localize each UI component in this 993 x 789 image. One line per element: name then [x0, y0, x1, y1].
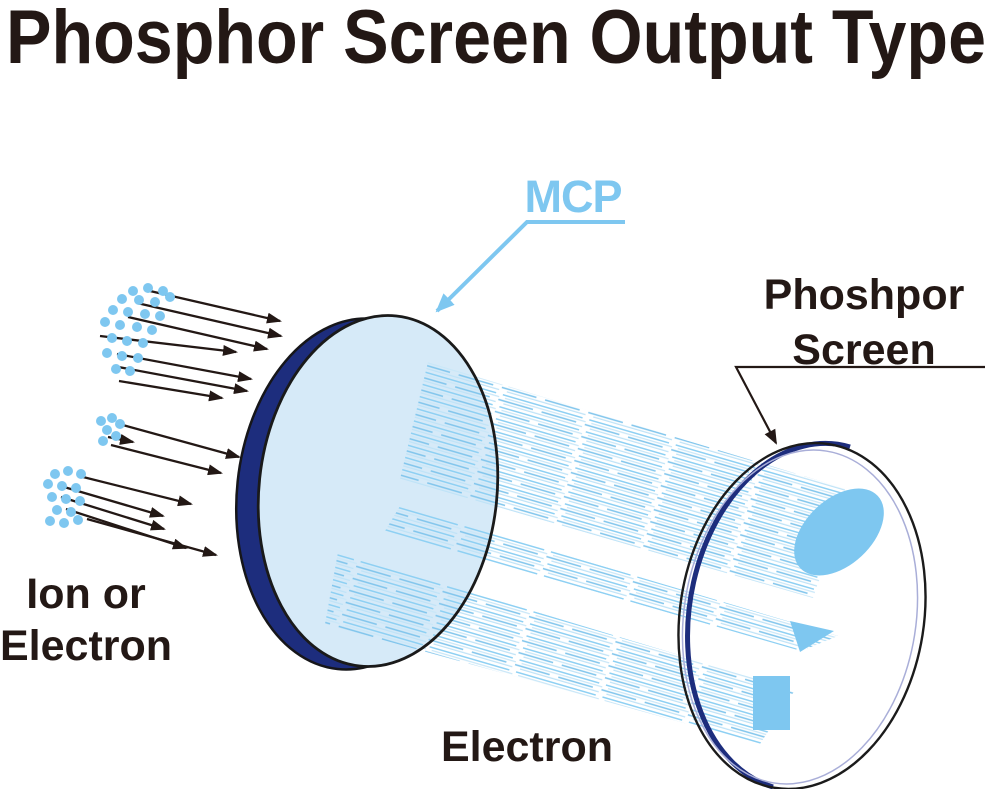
screen-rim-navy-arc — [684, 440, 851, 789]
ion-dot — [61, 494, 71, 504]
ion-dot — [132, 322, 142, 332]
ion-trajectory-arrow — [63, 485, 165, 518]
ion-dot — [150, 297, 160, 307]
mcp-callout: MCP — [435, 171, 625, 313]
ion-dot — [71, 483, 81, 493]
ion-dot — [122, 336, 132, 346]
ion-dot — [115, 320, 125, 330]
disc-outlines — [256, 314, 927, 789]
ion-dot — [134, 295, 144, 305]
screen-output-shapes — [753, 488, 884, 730]
output-triangle-shape — [790, 621, 834, 652]
ion-dot — [115, 419, 125, 429]
ion-dot — [59, 518, 69, 528]
ion-dot — [73, 515, 83, 525]
ion-dot — [117, 351, 127, 361]
ion-trajectory-arrow — [110, 443, 223, 476]
ion-dot — [165, 292, 175, 302]
ion-dot — [128, 286, 138, 296]
ion-electron-clusters — [43, 283, 283, 557]
ion-dot — [45, 516, 55, 526]
output-ellipse-shape — [794, 488, 884, 576]
ion-dot — [111, 364, 121, 374]
phosphor-screen-callout: Phoshpor Screen — [734, 271, 985, 445]
page-title: Phosphor Screen Output Type — [6, 0, 986, 80]
ion-dot — [57, 481, 67, 491]
ion-dot — [96, 416, 106, 426]
electron-beam-label: Electron — [441, 723, 613, 771]
ion-dot — [52, 505, 62, 515]
ion-dot — [155, 311, 165, 321]
ion-dot — [108, 305, 118, 315]
electron-streak-band-top — [400, 362, 850, 598]
ion-dot — [98, 436, 108, 446]
mcp-label: MCP — [525, 171, 622, 222]
ion-dot — [102, 348, 112, 358]
screen-inner-rim-lavender — [681, 449, 919, 785]
output-rect-shape — [753, 676, 790, 730]
screen-leader-arrow — [734, 365, 985, 445]
ion-trajectory-arrow — [78, 474, 193, 507]
phosphor-screen-label-line1: Phoshpor — [764, 271, 965, 319]
ion-trajectory-arrow — [99, 334, 238, 356]
ion-dot — [111, 431, 121, 441]
phosphor-screen-label-line2: Screen — [792, 326, 935, 374]
ion-dot — [102, 425, 112, 435]
ion-trajectory-arrow — [112, 364, 249, 395]
ion-dot — [66, 507, 76, 517]
ion-dot — [47, 492, 57, 502]
ion-trajectory-arrow — [127, 315, 269, 352]
ion-trajectory-arrow — [118, 379, 224, 402]
input-particles-label-line1: Ion or — [26, 570, 146, 618]
input-particles-label: Ion or Electron — [0, 570, 172, 670]
ion-dot — [100, 317, 110, 327]
ion-dot — [107, 333, 117, 343]
ion-dot — [117, 294, 127, 304]
ion-dot — [75, 496, 85, 506]
ion-dot — [107, 413, 117, 423]
ion-dot — [76, 469, 86, 479]
screen-outline — [677, 441, 927, 789]
mcp-leader-arrow — [435, 220, 625, 313]
ion-trajectory-arrow — [136, 301, 283, 339]
ion-dot — [133, 353, 143, 363]
ion-dot — [158, 286, 168, 296]
electron-streak-band-middle — [385, 506, 838, 651]
ion-dot — [50, 469, 60, 479]
ion-dot — [140, 309, 150, 319]
input-particles-label-line2: Electron — [0, 622, 172, 670]
ion-dot — [123, 307, 133, 317]
electron-streak-band-bottom — [325, 552, 795, 744]
ion-dot — [138, 338, 148, 348]
mcp-outline — [256, 314, 500, 668]
ion-trajectory-arrow — [86, 517, 218, 557]
electron-streak-bands — [325, 362, 850, 744]
ion-dot — [147, 325, 157, 335]
ion-dot — [63, 466, 73, 476]
ion-dot — [143, 283, 153, 293]
ion-trajectory-arrow — [118, 422, 241, 459]
ion-dot — [125, 366, 135, 376]
ion-dot — [43, 479, 53, 489]
